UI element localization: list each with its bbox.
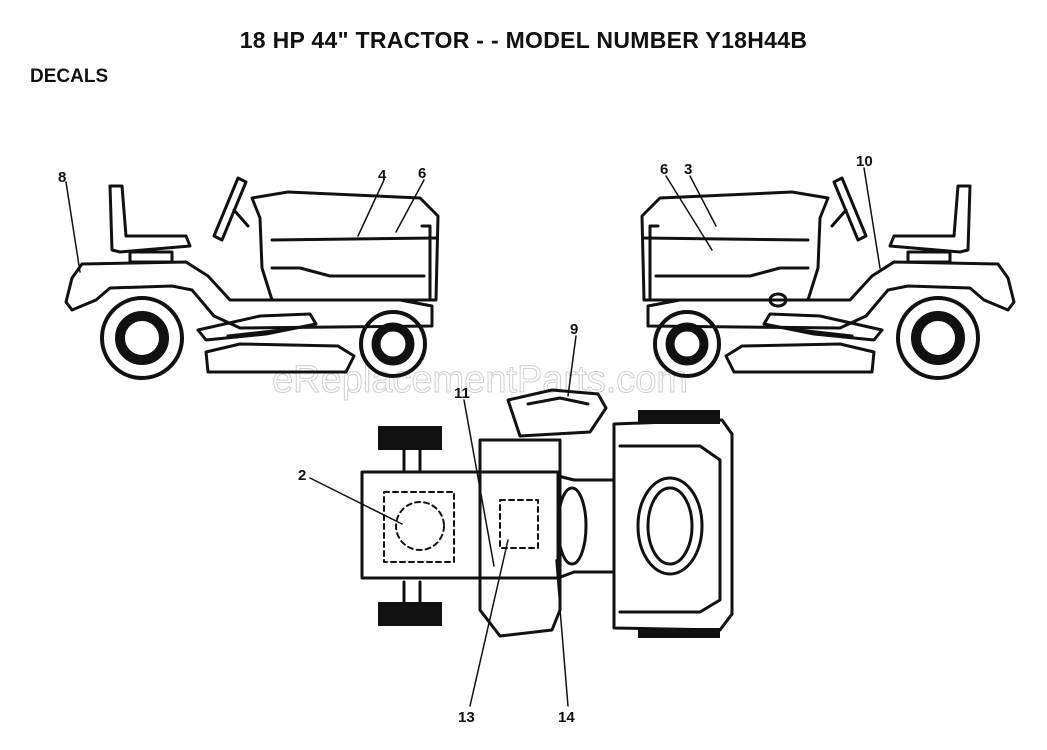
seat-left [108, 184, 192, 254]
callout-4: 4 [378, 167, 387, 184]
callout-2: 2 [298, 467, 306, 484]
page-title: 18 HP 44" TRACTOR - - MODEL NUMBER Y18H4… [239, 27, 808, 53]
decal-13-outline [499, 499, 539, 549]
callout-3: 3 [684, 161, 692, 178]
leader-lines [65, 167, 881, 707]
front-wheel-left [359, 310, 427, 378]
section-heading: DECALS [30, 66, 109, 87]
watermark: eReplacementParts.com [272, 359, 688, 401]
rear-wheel-left [100, 296, 184, 380]
callout-6-right: 6 [660, 161, 668, 178]
mower-deck-left [204, 342, 356, 374]
callout-8: 8 [58, 169, 66, 186]
hood-left [250, 190, 440, 302]
tractor-right-side-view [640, 176, 1016, 380]
tractor-left-side-view [64, 176, 440, 380]
steering-top [506, 388, 608, 438]
callout-11: 11 [454, 385, 470, 402]
tractor-top-view [360, 388, 734, 638]
callout-9: 9 [570, 321, 578, 338]
front-tire-top-right [638, 628, 720, 638]
callout-10: 10 [856, 153, 873, 170]
steering-wheel-left [212, 176, 248, 242]
fender-top [478, 438, 562, 638]
fender-left [64, 260, 434, 330]
dash-console-top [556, 486, 588, 566]
rear-tire-top-left [378, 426, 442, 450]
rear-tire-top-right [378, 602, 442, 626]
grille-top [636, 476, 704, 576]
callout-6-left: 6 [418, 165, 426, 182]
callout-14: 14 [558, 709, 575, 726]
hood-top [612, 418, 734, 632]
callout-13: 13 [458, 709, 475, 726]
decal-2-outline [383, 491, 455, 563]
